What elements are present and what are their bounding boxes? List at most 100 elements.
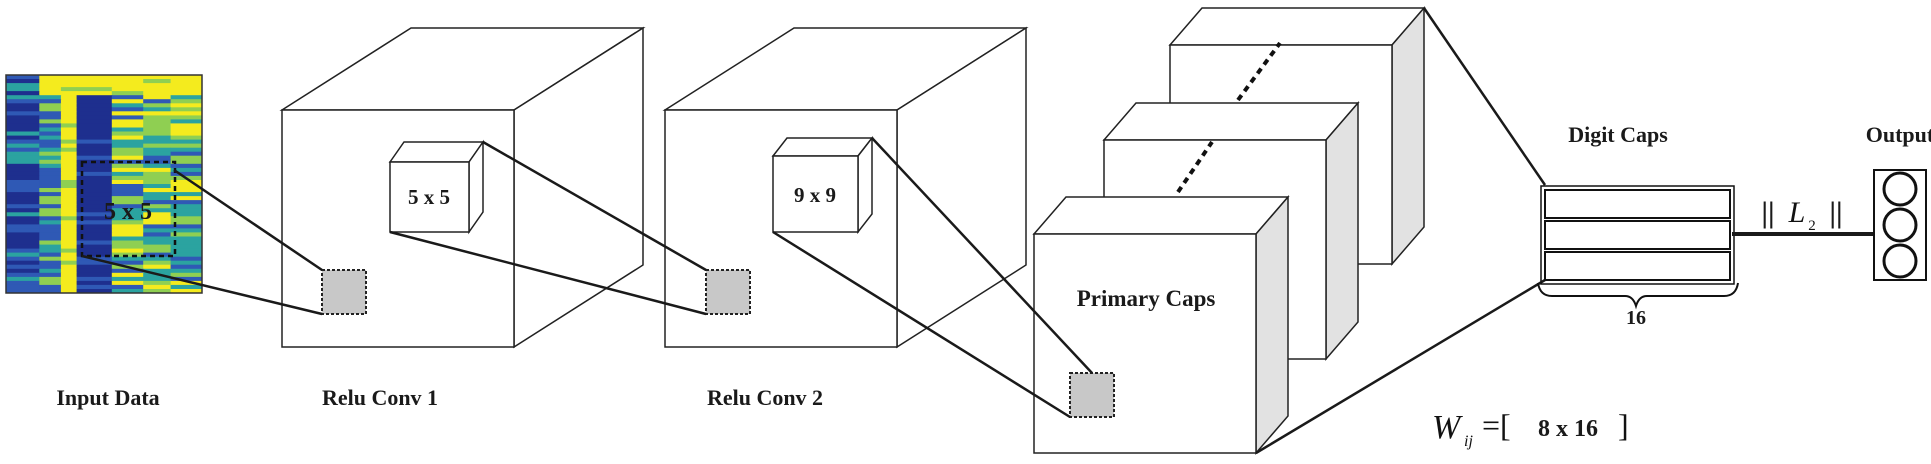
heatmap-cell [60,276,78,282]
heatmap-cell [143,276,172,282]
heatmap-cell [143,123,172,128]
heatmap-cell [170,99,203,104]
heatmap-cell [170,264,203,270]
heatmap-cell [111,95,144,100]
heatmap-cell [76,123,113,128]
heatmap-cell [143,232,172,237]
heatmap-cell [170,228,203,233]
input-window [80,160,177,258]
heatmap-cell [60,139,78,145]
conv1-kernel-box: 5 x 5 [388,139,485,235]
heatmap-cell [170,163,203,169]
heatmap-cell [143,268,172,274]
heatmap-cell [143,228,172,233]
heatmap-cell [111,107,144,112]
connection-lines [81,7,1547,455]
heatmap-cell [170,151,203,157]
heatmap-cell [76,248,113,254]
heatmap-cell [39,139,62,145]
heatmap-cell [6,75,40,80]
heatmap-cell [60,127,78,132]
heatmap-cell [60,115,78,120]
heatmap-cell [111,188,144,193]
heatmap-cell [170,236,203,241]
heatmap-cell [39,212,62,217]
conv2-kernel-label: 9 x 9 [794,183,836,207]
output-label: Output [1866,122,1931,147]
heatmap-cell [143,139,172,145]
norm-symbol: L [1788,196,1806,229]
heatmap-cell [111,75,144,80]
heatmap-cell [60,135,78,141]
heatmap-cell [76,139,113,145]
heatmap-cell [76,151,113,157]
heatmap-cell [60,83,78,88]
heatmap-cell [143,212,172,217]
conv2-kernel-side [857,135,873,235]
heatmap-cell [39,228,62,233]
heatmap-cell [170,272,203,278]
heatmap-cell [39,284,62,290]
heatmap-cell [76,276,113,282]
heatmap-cell [143,224,172,229]
heatmap-cell [60,184,78,189]
heatmap-cell [6,252,40,258]
heatmap-cell [60,163,78,169]
heatmap-cell [76,208,113,213]
heatmap-cell [143,87,172,92]
heatmap-cell [60,264,78,270]
output-node-1 [1882,171,1918,207]
heatmap-cell [39,87,62,92]
primary-to-digit-top [1422,7,1547,186]
heatmap-cell [143,184,172,189]
heatmap-cell [111,99,144,104]
heatmap-cell [6,163,40,169]
heatmap-cell [76,127,113,132]
conv2-to-primary-top [871,137,1093,374]
heatmap-cell [60,260,78,266]
heatmap-cell [111,280,144,286]
heatmap-cell [76,155,113,161]
heatmap-cell [111,204,144,209]
heatmap-cell [60,232,78,237]
heatmap-cell [170,91,203,96]
heatmap-cell [111,192,144,197]
heatmap-cell [60,95,78,100]
heatmap-cell [6,228,40,233]
heatmap-cell [60,256,78,262]
heatmap-cell [39,244,62,250]
heatmap-cell [76,240,113,245]
heatmap-cell [111,175,144,181]
heatmap-cell [39,151,62,157]
heatmap-cell [111,91,144,96]
heatmap-cell [111,284,144,290]
heatmap-cell [170,184,203,189]
heatmap-cell [6,111,40,116]
heatmap-cell [143,135,172,141]
heatmap-cell [39,280,62,286]
heatmap-cell [170,119,203,124]
heatmap-cell [76,75,113,80]
heatmap-cell [60,224,78,229]
heatmap-cell [76,99,113,104]
heatmap-cell [111,115,144,120]
heatmap-cell [170,95,203,100]
heatmap-cell [6,119,40,124]
digit-capsule-3 [1544,251,1731,281]
heatmap-cell [111,228,144,233]
heatmap-cell [143,167,172,173]
heatmap-cell [39,180,62,185]
heatmap-cell [60,155,78,161]
heatmap-cell [6,212,40,217]
heatmap-cell [60,228,78,233]
heatmap-cell [170,79,203,84]
heatmap-cell [170,256,203,262]
heatmap-cell [6,284,40,290]
weight-size: 8 x 16 [1538,416,1598,442]
heatmap-cell [60,147,78,153]
heatmap-cell [170,244,203,250]
heatmap-cell [39,196,62,201]
heatmap-cell [39,167,62,173]
heatmap-cell [39,171,62,177]
heatmap-cell [143,163,172,169]
